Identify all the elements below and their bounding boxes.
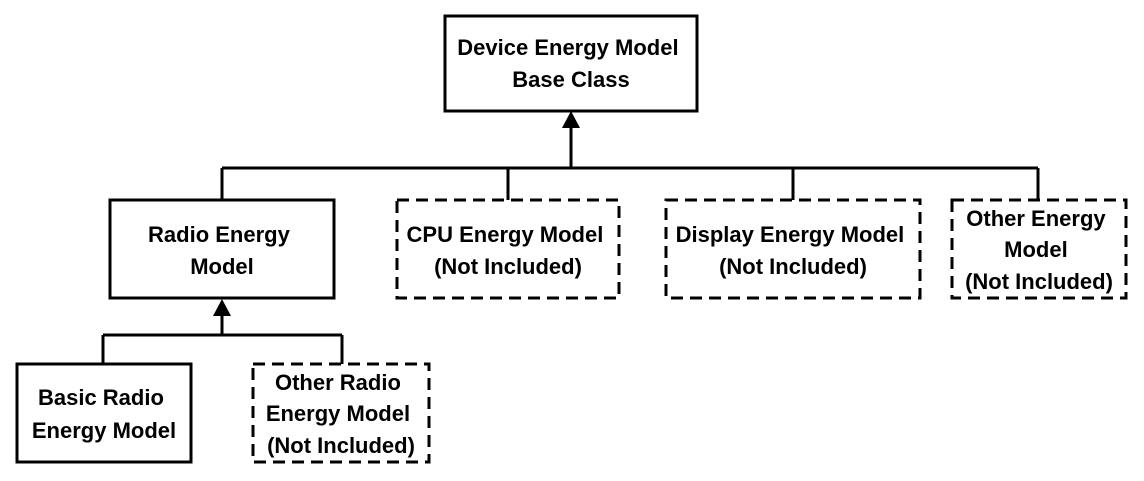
node-other-radio: Other Radio Energy Model (Not Included) — [251, 362, 431, 464]
node-other-radio-line-1: Other Radio — [275, 370, 401, 395]
node-other-energy-box — [950, 198, 1128, 300]
node-other-radio-line-3: (Not Included) — [267, 433, 415, 458]
node-display: Display Energy Model (Not Included) — [664, 198, 922, 300]
node-cpu-line-1: CPU Energy Model — [407, 222, 604, 247]
svg-text:Device Energy Model Base: Device Energy Model Base Class — [457, 35, 684, 92]
node-base-line-2: Base Class — [512, 67, 629, 92]
node-other-energy: Other Energy Model (Not Included) — [950, 198, 1128, 300]
node-other-radio-line-2: Energy Model — [266, 401, 410, 426]
inheritance-arrowhead-radio — [213, 299, 231, 316]
node-basic-radio-box — [15, 362, 193, 464]
connector-level2 — [101, 315, 344, 364]
node-radio-box — [108, 198, 336, 300]
node-base-box — [443, 14, 699, 113]
node-display-box — [664, 198, 922, 300]
node-cpu-line-2: (Not Included) — [434, 254, 582, 279]
node-basic-radio: Basic Radio Energy Model — [15, 362, 193, 464]
svg-text:Radio Energy Model: Radio Energy Model — [148, 222, 296, 279]
node-other-energy-line-3: (Not Included) — [965, 269, 1113, 294]
node-display-line-2: (Not Included) — [719, 254, 867, 279]
node-other-radio-box — [251, 362, 431, 464]
node-other-energy-line-2: Model — [1004, 237, 1068, 262]
svg-text:Display Energy Model (No: Display Energy Model (Not Included) — [676, 222, 911, 279]
inheritance-arrowhead-base — [562, 111, 580, 128]
svg-text:Basic Radio Energy Model: Basic Radio Energy Model — [32, 385, 176, 443]
node-base-line-1: Device Energy Model — [457, 35, 678, 60]
svg-text:Other Energy Model: Other Energy Model (Not Included) — [965, 206, 1113, 294]
node-base: Device Energy Model Base Class — [443, 14, 699, 113]
node-cpu: CPU Energy Model (Not Included) — [395, 198, 621, 300]
node-radio-line-2: Model — [190, 254, 254, 279]
node-radio-line-1: Radio Energy — [148, 222, 291, 247]
node-basic-radio-line-2: Energy Model — [32, 418, 176, 443]
connector-level1 — [220, 124, 1040, 200]
node-basic-radio-line-1: Basic Radio — [38, 385, 164, 410]
node-other-energy-line-1: Other Energy — [966, 206, 1106, 231]
svg-text:CPU Energy Model (Not In: CPU Energy Model (Not Included) — [407, 222, 610, 279]
node-radio: Radio Energy Model — [108, 198, 336, 300]
svg-text:Other Radio Energy Model: Other Radio Energy Model (Not Included) — [266, 370, 416, 458]
node-cpu-box — [395, 198, 621, 300]
node-display-line-1: Display Energy Model — [676, 222, 905, 247]
